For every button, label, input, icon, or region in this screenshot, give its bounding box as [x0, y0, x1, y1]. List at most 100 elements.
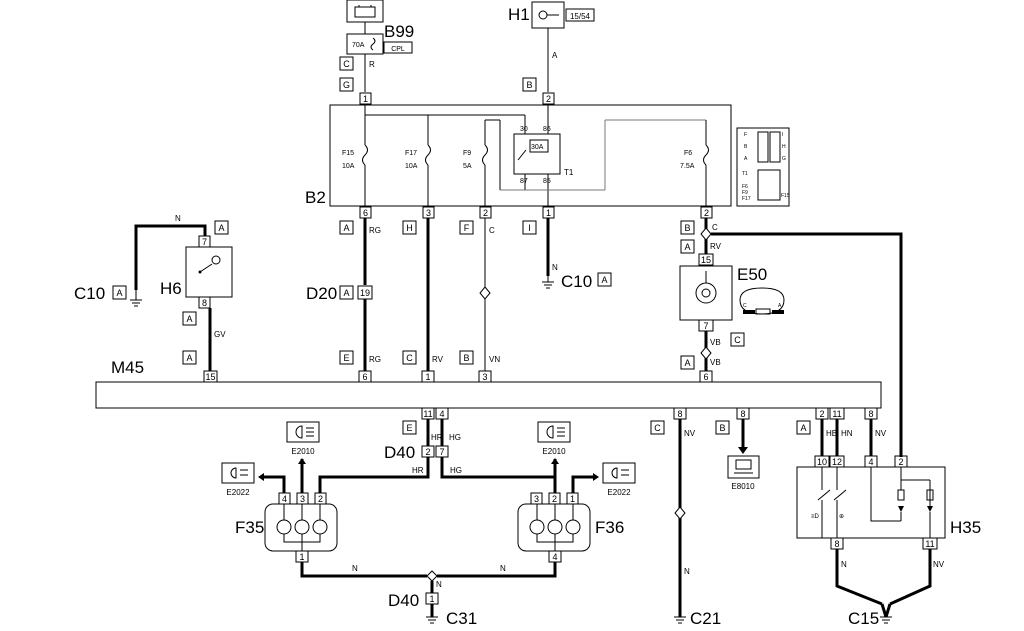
svg-text:F: F: [464, 223, 470, 233]
fuse-f6: F6: [684, 150, 692, 157]
svg-text:VB: VB: [710, 358, 721, 367]
svg-text:G: G: [343, 80, 350, 90]
c31-label: C31: [446, 609, 477, 628]
svg-text:NV: NV: [875, 429, 887, 438]
fuse-f17: F17: [405, 150, 417, 157]
svg-text:VN: VN: [489, 355, 500, 364]
svg-text:I: I: [782, 132, 783, 138]
svg-text:1: 1: [425, 372, 430, 382]
svg-text:F15: F15: [781, 193, 790, 199]
svg-text:B: B: [744, 144, 748, 150]
svg-text:8: 8: [677, 409, 682, 419]
svg-text:F17: F17: [742, 196, 751, 202]
svg-text:B: B: [463, 353, 469, 363]
svg-text:H: H: [782, 144, 786, 150]
svg-text:15: 15: [205, 372, 215, 382]
svg-text:3: 3: [482, 372, 487, 382]
svg-text:8: 8: [202, 298, 207, 308]
svg-text:E: E: [406, 423, 412, 433]
f36-box: [517, 503, 591, 552]
svg-text:RG: RG: [369, 355, 381, 364]
svg-text:1: 1: [546, 208, 551, 218]
m45-box: [95, 381, 882, 409]
svg-text:A: A: [343, 223, 349, 233]
fuse-box-inset: F I B H A G T1 F6 F9 F17 F15: [736, 127, 790, 207]
svg-text:1: 1: [299, 552, 304, 562]
e50-label: E50: [737, 265, 767, 284]
svg-text:A: A: [116, 288, 122, 298]
svg-text:A: A: [601, 275, 607, 285]
battery-symbol: [346, 0, 384, 23]
svg-text:N: N: [500, 564, 506, 573]
svg-text:4: 4: [282, 494, 287, 504]
svg-text:C: C: [343, 59, 350, 69]
svg-text:N: N: [841, 560, 847, 569]
c10-left-label: C10: [74, 284, 105, 303]
h1-label: H1: [508, 5, 530, 24]
svg-text:2: 2: [819, 409, 824, 419]
svg-text:C: C: [734, 335, 741, 345]
svg-text:8: 8: [740, 409, 745, 419]
svg-text:E2010: E2010: [291, 447, 315, 456]
svg-text:C: C: [489, 226, 495, 235]
svg-text:30: 30: [520, 126, 528, 133]
svg-text:12: 12: [832, 457, 842, 467]
svg-text:I: I: [528, 223, 531, 233]
svg-text:2: 2: [552, 494, 557, 504]
svg-text:NV: NV: [933, 560, 945, 569]
svg-text:87: 87: [520, 178, 528, 185]
b99-label: B99: [384, 22, 414, 41]
svg-text:6: 6: [703, 372, 708, 382]
svg-text:8: 8: [834, 539, 839, 549]
svg-text:86: 86: [543, 126, 551, 133]
b2-label: B2: [305, 188, 326, 207]
svg-text:6: 6: [363, 208, 368, 218]
svg-text:F9: F9: [742, 190, 748, 196]
svg-text:F6: F6: [742, 184, 748, 190]
svg-text:B: B: [526, 80, 532, 90]
svg-text:B: B: [719, 423, 725, 433]
diagnostic-computer-icon: [727, 455, 760, 479]
lamp-icon: [695, 271, 717, 304]
svg-text:A: A: [343, 288, 349, 298]
svg-text:N: N: [684, 567, 690, 576]
svg-text:C: C: [406, 353, 413, 363]
f35-label: F35: [235, 518, 264, 537]
svg-text:2: 2: [318, 494, 323, 504]
headlamp-icon-left: [286, 421, 320, 443]
svg-text:HN: HN: [841, 429, 853, 438]
d20-label: D20: [306, 284, 337, 303]
svg-text:N: N: [352, 564, 358, 573]
svg-text:4: 4: [868, 457, 873, 467]
svg-text:≡D: ≡D: [811, 514, 820, 520]
svg-text:4: 4: [552, 552, 557, 562]
svg-text:HG: HG: [449, 433, 461, 442]
m45-label: M45: [111, 358, 144, 377]
svg-text:E2022: E2022: [226, 488, 250, 497]
svg-text:⊕: ⊕: [839, 514, 844, 520]
svg-text:3: 3: [300, 494, 305, 504]
c21-label: C21: [690, 609, 721, 628]
svg-text:E2022: E2022: [607, 488, 631, 497]
svg-text:N: N: [552, 263, 558, 272]
wire-code-r: R: [369, 60, 375, 69]
f35-box: [264, 503, 338, 552]
fog-lamp-icon-left: [221, 462, 255, 484]
h35-label: H35: [950, 518, 981, 537]
svg-text:3: 3: [426, 208, 431, 218]
d40-label: D40: [384, 443, 415, 462]
svg-text:RV: RV: [710, 242, 722, 251]
h6-box: [185, 246, 233, 298]
svg-text:A: A: [552, 51, 558, 60]
svg-text:RV: RV: [432, 355, 444, 364]
svg-text:H: H: [406, 223, 413, 233]
svg-text:RG: RG: [369, 226, 381, 235]
svg-text:C: C: [654, 423, 661, 433]
svg-text:7: 7: [202, 237, 207, 247]
svg-text:7: 7: [439, 447, 444, 457]
c10-right-label: C10: [561, 272, 592, 291]
svg-text:GV: GV: [214, 330, 226, 339]
svg-text:HR: HR: [431, 433, 443, 442]
ignition-key-icon: [531, 1, 565, 29]
